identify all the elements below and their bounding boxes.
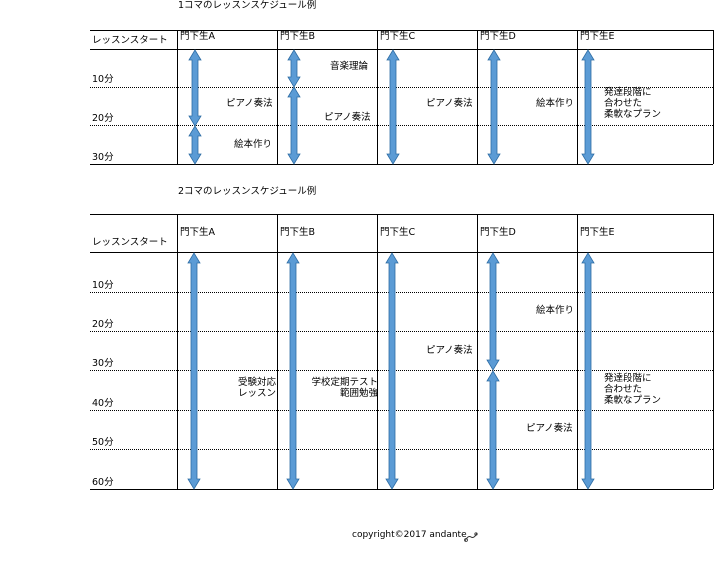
table1-piano-c: ピアノ奏法	[426, 98, 473, 109]
table2-student-b: 門下生B	[280, 227, 316, 238]
arrow-t2-a	[187, 252, 201, 490]
arrow-shape	[581, 252, 595, 490]
arrow-t2-e	[581, 252, 595, 490]
arrow-t2-d-bottom	[486, 370, 500, 490]
table1-plan-e: 発達段階に 合わせた 柔軟なプラン	[604, 87, 662, 120]
arrow-shape	[385, 252, 399, 490]
table2-title: 2コマのレッスンスケジュール例	[178, 186, 317, 197]
table2-time-20: 20分	[92, 319, 114, 330]
table2-time-30: 30分	[92, 358, 114, 369]
table2-test-b: 学校定期テスト 範囲勉強	[311, 377, 378, 399]
table2-piano-d: ピアノ奏法	[526, 423, 573, 434]
arrow-shape	[487, 49, 501, 165]
arrow-shape	[486, 252, 500, 371]
arrow-t2-b	[286, 252, 300, 490]
arrow-t1-e	[581, 49, 595, 165]
copyright-text: copyright©2017 andante	[352, 530, 467, 540]
table2-time-10: 10分	[92, 280, 114, 291]
arrow-t1-a-top	[188, 49, 202, 127]
table1-picture-d: 絵本作り	[536, 98, 575, 109]
arrow-t1-c	[386, 49, 400, 165]
table1-picture-a: 絵本作り	[234, 139, 273, 150]
table2-student-a: 門下生A	[180, 227, 215, 238]
arrow-t2-d-top	[486, 252, 500, 371]
arrow-t1-b-bottom	[287, 86, 301, 165]
table1-title: 1コマのレッスンスケジュール例	[178, 0, 317, 11]
arrow-shape	[581, 49, 595, 165]
table1-student-d: 門下生D	[480, 31, 516, 42]
table2-header-label: レッスンスタート	[92, 237, 168, 248]
table2-student-c: 門下生C	[380, 227, 416, 238]
table1-piano-b: ピアノ奏法	[324, 112, 371, 123]
arrow-shape	[286, 252, 300, 490]
table1-student-c: 門下生C	[380, 31, 416, 42]
table2-time-60: 60分	[92, 477, 114, 488]
arrow-shape	[386, 49, 400, 165]
arrow-shape	[187, 252, 201, 490]
arrow-t2-c	[385, 252, 399, 490]
arrow-shape	[287, 86, 301, 165]
table1-student-a: 門下生A	[180, 31, 215, 42]
table1-time-30: 30分	[92, 152, 114, 163]
table2-piano-c: ピアノ奏法	[426, 345, 473, 356]
arrow-shape	[188, 49, 202, 127]
table2-exam-a: 受験対応 レッスン	[237, 377, 276, 399]
arrow-t1-a-bottom	[188, 125, 202, 165]
table1-piano-a: ピアノ奏法	[226, 98, 273, 109]
table2-student-d: 門下生D	[480, 227, 516, 238]
table2-picture-d: 絵本作り	[536, 305, 575, 316]
arrow-shape	[287, 49, 301, 88]
table2-student-e: 門下生E	[580, 227, 615, 238]
table1-header-label: レッスンスタート	[92, 35, 168, 46]
arrow-t1-b-top	[287, 49, 301, 88]
arrow-shape	[188, 125, 202, 165]
arrow-t1-d	[487, 49, 501, 165]
arrow-shape	[486, 370, 500, 490]
notes-icon	[464, 532, 478, 542]
table1-time-10: 10分	[92, 74, 114, 85]
table1-student-e: 門下生E	[580, 31, 615, 42]
table1-music-theory: 音楽理論	[330, 61, 369, 72]
table2-time-40: 40分	[92, 398, 114, 409]
table2-plan-e: 発達段階に 合わせた 柔軟なプラン	[604, 373, 662, 406]
table1-student-b: 門下生B	[280, 31, 316, 42]
table1-time-20: 20分	[92, 113, 114, 124]
table2-time-50: 50分	[92, 437, 114, 448]
